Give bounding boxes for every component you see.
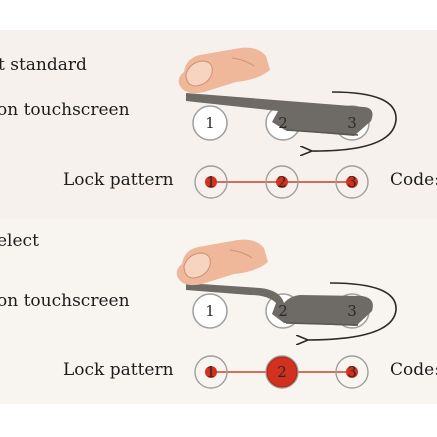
top-touch-label: on touchscreen	[0, 100, 130, 120]
bottom-lock-label: Lock pattern	[63, 360, 174, 380]
top-touch-node-1-label: 1	[205, 114, 215, 132]
bottom-title: elect	[0, 231, 39, 251]
top-touch-node-2-label: 2	[278, 114, 288, 132]
bottom-pattern-ring-1	[194, 355, 228, 389]
bottom-swipe-strip	[186, 283, 373, 326]
top-pattern-ring-1	[194, 165, 228, 199]
top-swipe-arrow-icon	[310, 91, 397, 151]
bottom-touch-label: on touchscreen	[0, 291, 130, 311]
top-swipe-strip	[186, 93, 373, 136]
top-pattern-ring-3	[335, 165, 369, 199]
top-pattern-dot-3	[346, 176, 358, 188]
top-pattern-dot-1	[205, 176, 217, 188]
bottom-pattern-ring-3	[335, 355, 369, 389]
top-touch-node-1	[192, 105, 228, 141]
bottom-pattern-label-3: 3	[347, 363, 357, 381]
bottom-pattern-dot-3	[346, 366, 358, 378]
bottom-pattern-dot-1	[205, 366, 217, 378]
bottom-pattern-dot-2-selected	[266, 356, 298, 388]
top-pattern-label-2: 2	[277, 173, 287, 191]
bottom-touch-node-2-label: 2	[278, 302, 288, 320]
bottom-touch-node-3-label: 3	[347, 302, 357, 320]
top-pattern-label-3: 3	[347, 173, 357, 191]
bottom-pattern-ring-2	[265, 355, 299, 389]
top-pattern-ring-2	[265, 165, 299, 199]
top-touch-diagram: 1 2 3	[178, 47, 397, 151]
bottom-lock-pattern: 1 2 3	[194, 355, 369, 389]
bottom-touch-diagram: 1 2 3	[176, 239, 397, 340]
top-pattern-label-1: 1	[206, 173, 216, 191]
bottom-pattern-label-2: 2	[277, 363, 287, 381]
top-lock-pattern: 1 2 3	[194, 165, 369, 199]
top-touch-node-3-label: 3	[347, 114, 357, 132]
bottom-finger-icon	[176, 239, 268, 286]
top-finger-icon	[178, 47, 270, 94]
top-code-label: Code:	[390, 170, 437, 190]
bottom-touch-node-1-label: 1	[205, 302, 215, 320]
bottom-code-label: Code:	[390, 360, 437, 380]
bottom-pattern-label-1: 1	[206, 363, 216, 381]
bottom-swipe-arrow-icon	[306, 282, 397, 340]
top-pattern-dot-2	[276, 176, 288, 188]
bottom-touch-node-1	[192, 293, 228, 329]
top-lock-label: Lock pattern	[63, 170, 174, 190]
top-title: t standard	[0, 55, 87, 75]
